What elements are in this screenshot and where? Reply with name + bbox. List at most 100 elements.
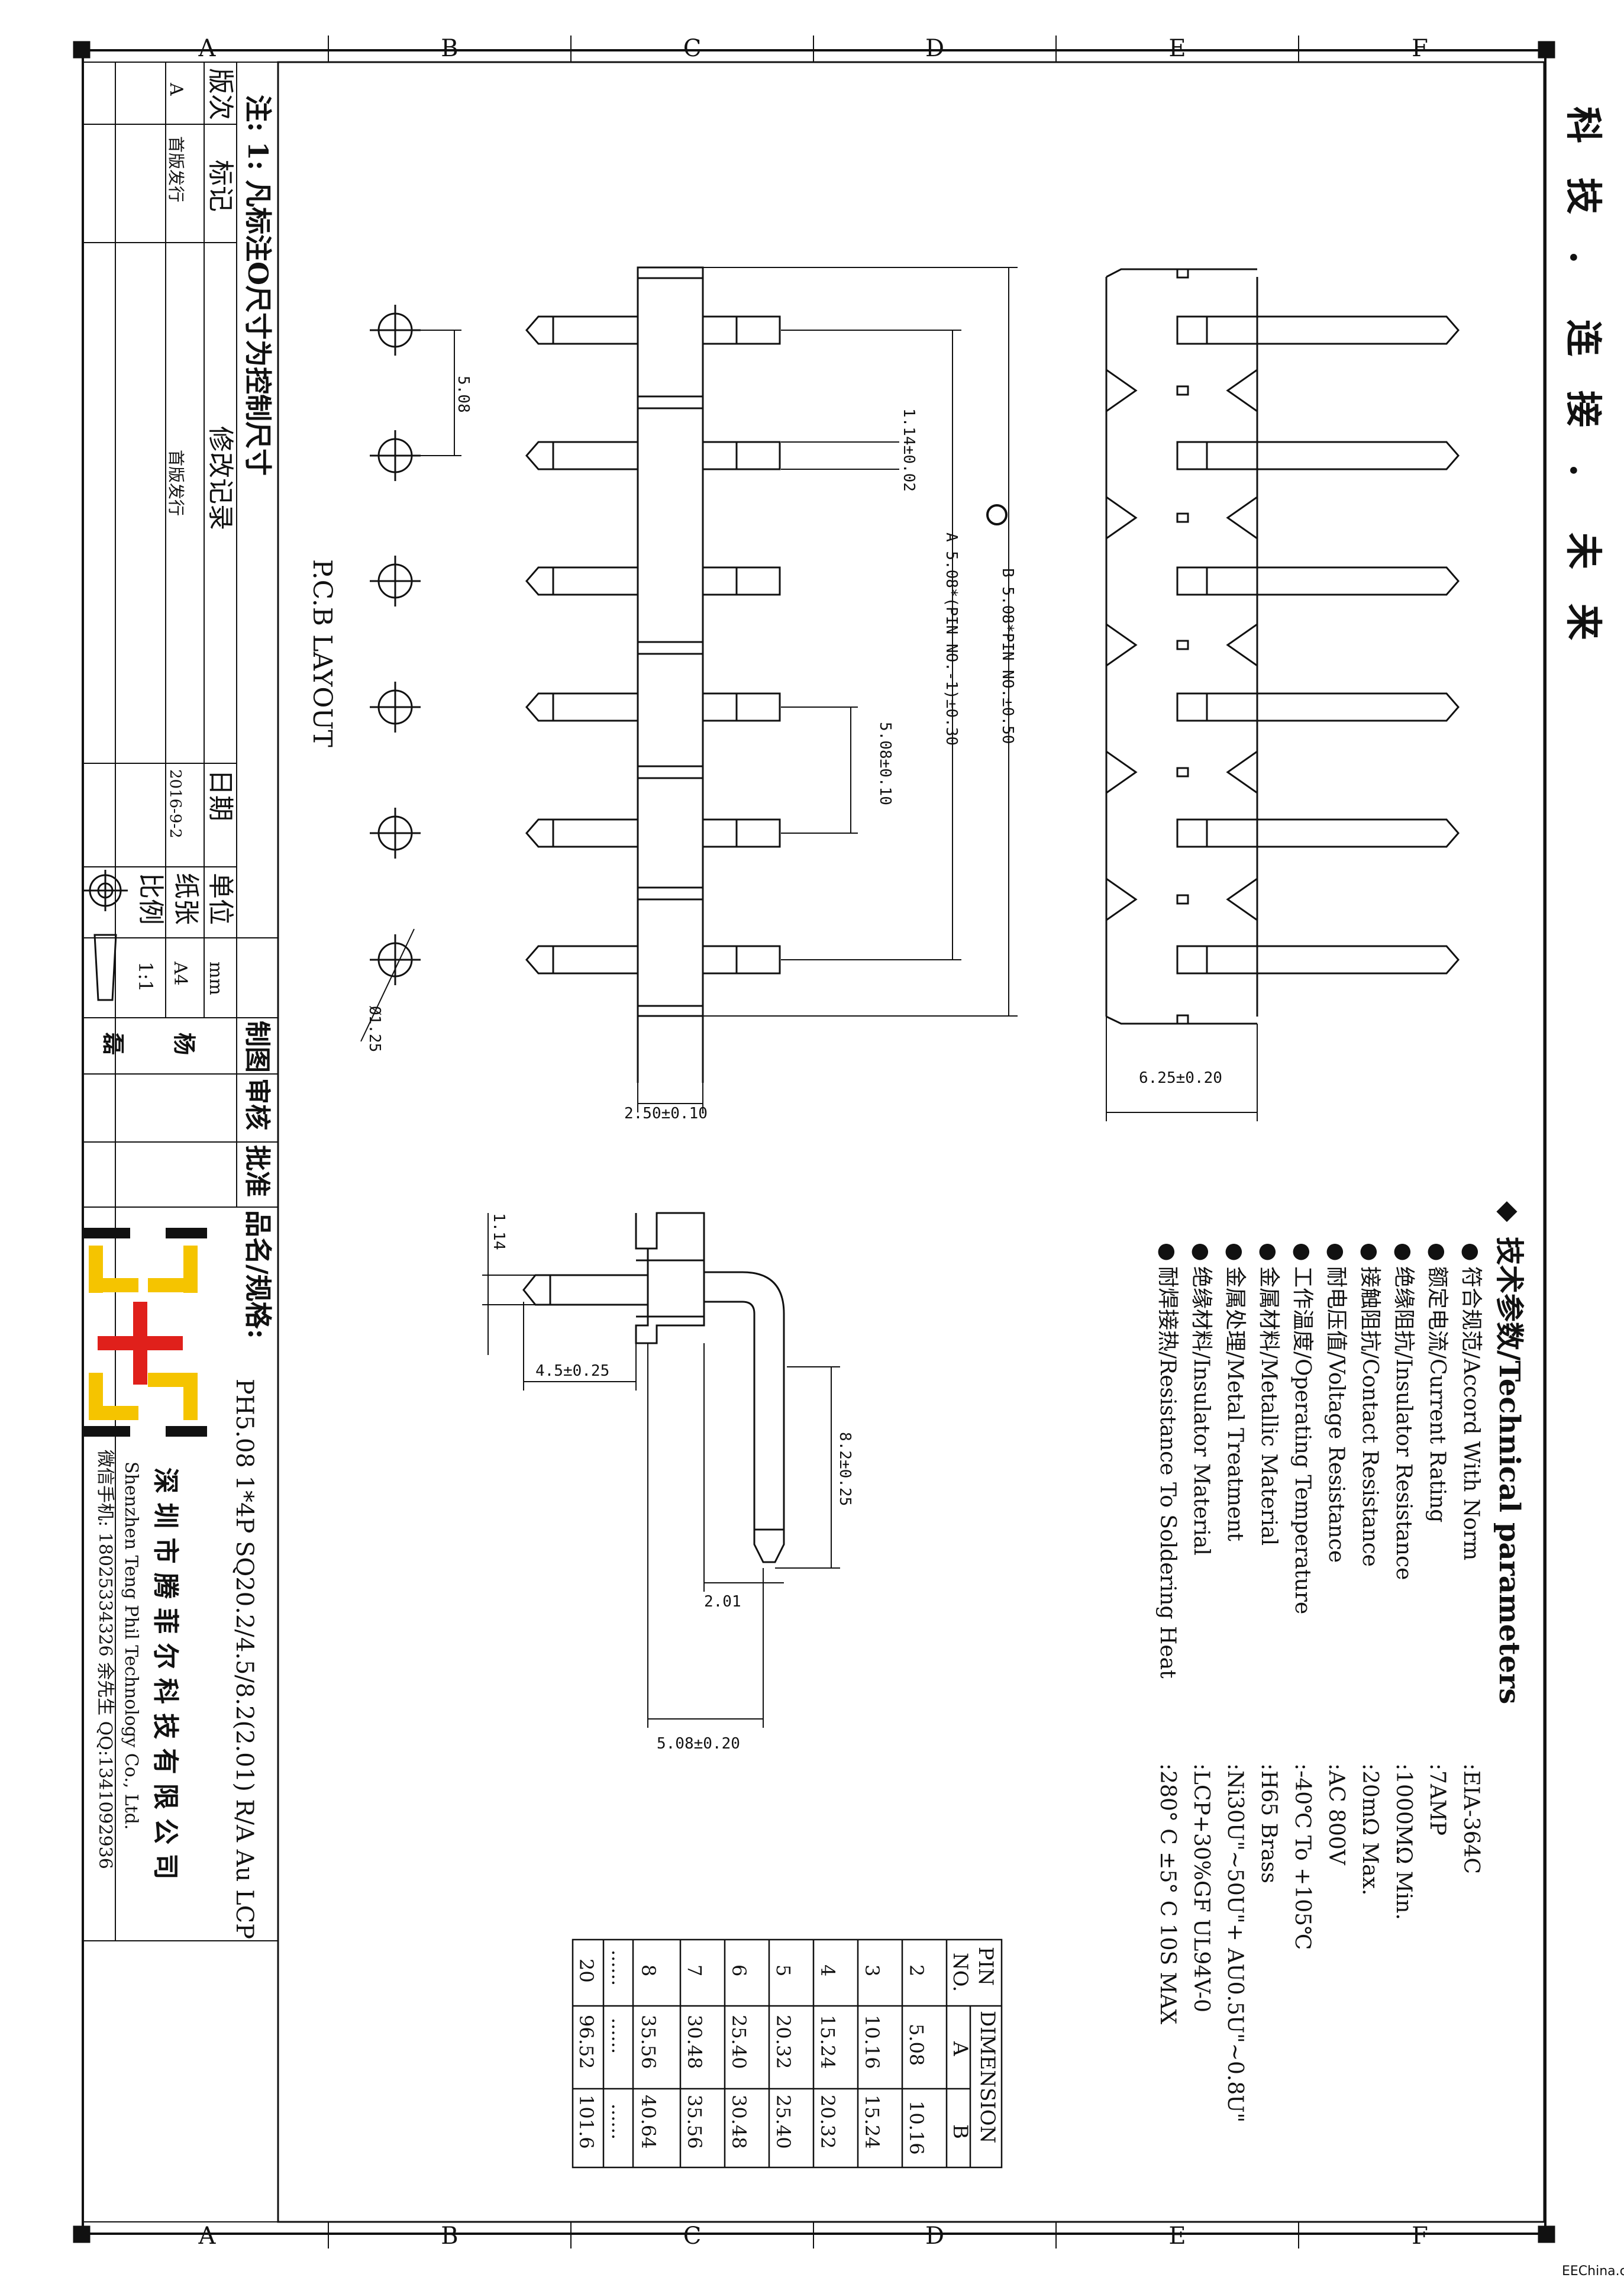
paper-value: A4: [170, 961, 191, 986]
table-row: 6 25.40 30.48: [728, 1964, 750, 2149]
bullet-icon: ●: [1391, 1243, 1416, 1261]
table-row: 20 96.52 101.6: [575, 1959, 598, 2149]
cell-a: 5.08: [905, 2024, 928, 2066]
rev-label: 版次: [205, 68, 235, 120]
table-header-pin: PIN: [974, 1947, 997, 1986]
pcb-layout: [360, 305, 461, 1042]
cell-b: 10.16: [905, 2101, 928, 2155]
frame: [73, 36, 1555, 2248]
col-label: F: [1412, 35, 1428, 62]
col-label: A: [198, 2222, 217, 2250]
param-label: 额定电流/Current Rating: [1425, 1266, 1449, 1522]
checked-label: 审核: [242, 1078, 272, 1130]
side-len2-dim: 8.2±0.25: [836, 1432, 854, 1506]
projection-symbol-icon: [83, 870, 128, 1001]
bullet-icon: ●: [1223, 1243, 1247, 1261]
table-header-a: A: [948, 2041, 972, 2056]
param-value: :20mΩ Max.: [1358, 1763, 1382, 1895]
col-label: E: [1168, 35, 1186, 62]
history-label: 修改记录: [205, 426, 235, 530]
tech-param-list: ● 符合规范/Accord With Norm :EIA-364C ● 额定电流…: [1155, 1243, 1483, 2122]
company-contact: 微信手机: 18025334326 余先生 QQ:134109293​6: [95, 1450, 115, 1869]
col-label: A: [198, 35, 217, 62]
cell-b: 15.24: [861, 2095, 883, 2149]
title-block: [83, 62, 278, 1941]
cell-b: 35.56: [683, 2095, 706, 2149]
bullet-icon: ●: [1155, 1243, 1180, 1261]
cell-b: 25.40: [772, 2095, 795, 2149]
connector-rear-view: [1105, 268, 1460, 1121]
cell-pin: 5: [772, 1964, 795, 1976]
bullet-icon: ●: [1257, 1243, 1281, 1261]
unit-value: mm: [205, 962, 226, 995]
slogan-char: ．: [1562, 249, 1605, 285]
pitch-tol-dim: 5.08±0.10: [876, 722, 894, 805]
param-value: :H65 Brass: [1257, 1763, 1281, 1883]
bullet-icon: ●: [1290, 1243, 1315, 1261]
product-name-value: PH5.08 1*4P SQ20.2/4.5/8.2(2.01) R/A Au …: [231, 1379, 258, 1939]
dimension-table-text: PIN NO. DIMENSION A B: [948, 1947, 999, 2143]
dim-a: A 5.08*(PIN NO.-1)±0.30: [942, 533, 960, 746]
cell-pin: 2: [905, 1964, 928, 1976]
table-header-dimension: DIMENSION: [976, 2011, 999, 2143]
side-pin-dim: 1.14: [490, 1213, 508, 1250]
param-label: 耐焊接热/Resistance To Soldering Heat: [1155, 1266, 1180, 1679]
table-row: 3 10.16 15.24: [861, 1964, 883, 2149]
bullet-icon: ●: [1324, 1243, 1348, 1261]
col-label: E: [1168, 2222, 1186, 2250]
cell-b: ......: [608, 2104, 630, 2140]
cell-b: 40.64: [637, 2095, 660, 2149]
company-name-cn: 深 圳 市 腾 菲 尔 科 技 有 限 公 司: [150, 1467, 180, 1880]
connector-top-view-text: 1.14±0.02 A 5.08*(PIN NO.-1)±0.30 B 5.08…: [624, 408, 1016, 1122]
cell-a: 96.52: [575, 2015, 598, 2069]
unit-label: 单位: [205, 873, 235, 925]
param-label: 绝缘材料/Insulator Material: [1189, 1266, 1213, 1556]
cell-a: ......: [608, 2018, 630, 2054]
col-label: D: [925, 2222, 944, 2250]
connector-top-view: [525, 266, 1018, 1112]
table-row: 2 5.08 10.16: [905, 1964, 928, 2155]
side-pitch-dim: 5.08±0.20: [657, 1735, 740, 1753]
param-value: :1000MΩ Min.: [1391, 1763, 1416, 1920]
cell-pin: 20: [575, 1959, 598, 1983]
checked-value: 磊: [100, 1032, 127, 1055]
col-label: C: [683, 35, 702, 62]
bullet-icon: ●: [1358, 1243, 1382, 1261]
table-header-no: NO.: [948, 1953, 972, 1992]
bullet-icon: ●: [1459, 1243, 1483, 1261]
param-label: 金属材料/Metallic Material: [1257, 1266, 1281, 1546]
body-width-dim: 2.50±0.10: [624, 1105, 708, 1122]
cell-pin: 3: [861, 1964, 883, 1976]
param-label: 工作温度/Operating Temperature: [1290, 1266, 1315, 1614]
scale-label: 比例: [135, 873, 166, 925]
dim-b: B 5.08*PIN NO.±0.50: [999, 568, 1016, 744]
cell-pin: 8: [637, 1964, 660, 1976]
product-name-label: 品名/规格:: [242, 1210, 274, 1339]
col-label: B: [441, 2222, 458, 2250]
slogan-char: 技: [1562, 178, 1605, 214]
cell-b: 20.32: [816, 2095, 839, 2149]
col-label: D: [925, 35, 944, 62]
title-block-text: 注: 1: 凡标注O尺寸为控制尺寸 版次 标记 修改记录 日期 A 首版发行 首…: [95, 68, 274, 1939]
slogan-char: 连: [1562, 320, 1605, 357]
diamond-icon: ◆: [1493, 1201, 1525, 1222]
note-text: 注: 1: 凡标注O尺寸为控制尺寸: [242, 95, 274, 476]
slogan-char: 来: [1562, 604, 1605, 640]
approved-label: 批准: [242, 1145, 272, 1197]
param-value: :280° C ±5° C 10S MAX: [1155, 1763, 1180, 2025]
side-len1-dim: 4.5±0.25: [535, 1362, 609, 1380]
tech-heading-text: 技术参数/Technical parameters: [1493, 1237, 1526, 1704]
table-row: 8 35.56 40.64: [637, 1964, 660, 2149]
bullet-icon: ●: [1425, 1243, 1449, 1261]
scale-value: 1:1: [134, 962, 157, 992]
cell-pin: 7: [683, 1964, 706, 1976]
pin-width-dim: 1.14±0.02: [900, 408, 918, 492]
tech-heading: ◆ 技术参数/Technical parameters: [1493, 1201, 1526, 1704]
pcb-layout-text: 5.08 Ø1.25 P.C.B LAYOUT: [307, 376, 472, 1052]
mark-label: 标记: [205, 160, 235, 212]
dimension-table-rows: 2 5.08 10.16 3 10.16 15.24 4 15.24 20.32…: [575, 1950, 928, 2155]
cell-a: 35.56: [637, 2015, 660, 2069]
column-labels-top: A B C D E F: [198, 35, 1428, 62]
company-name-en: Shenzhen Teng Phil Technology Co., Ltd.: [121, 1462, 141, 1830]
table-header-b: B: [948, 2124, 972, 2139]
